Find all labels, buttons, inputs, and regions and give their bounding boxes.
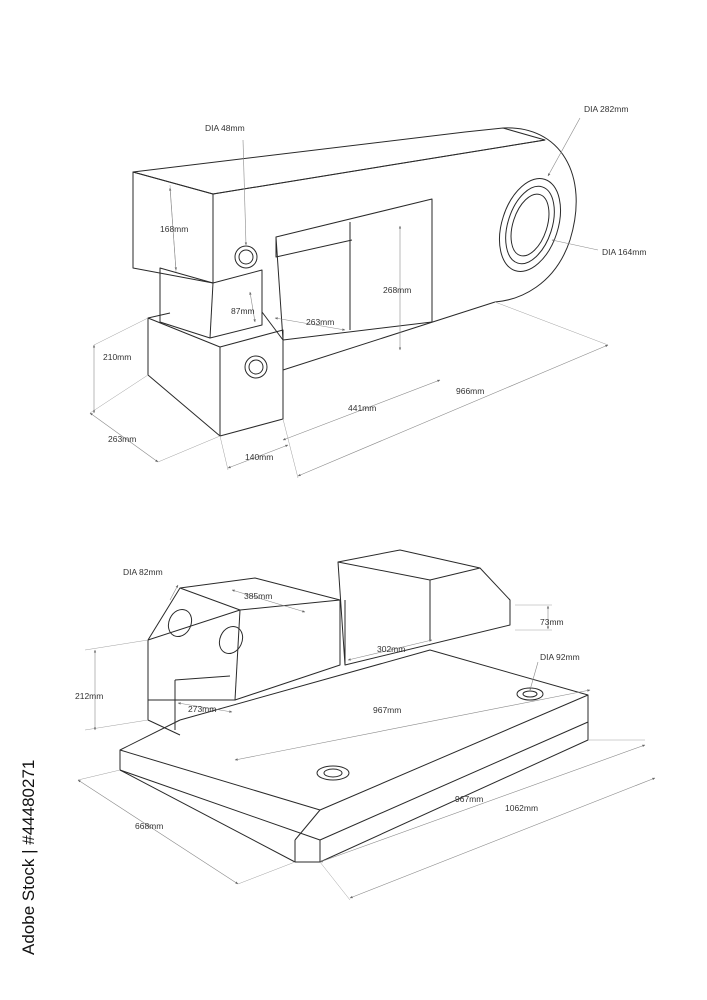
dim-dia-164: DIA 164mm <box>602 247 646 257</box>
dim-268: 268mm <box>383 285 411 295</box>
dim-302: 302mm <box>377 644 405 654</box>
fixture-dimension-lines <box>77 584 656 901</box>
dim-dia-82: DIA 82mm <box>123 567 163 577</box>
dim-140: 140mm <box>245 452 273 462</box>
dim-263-inner: 263mm <box>306 317 334 327</box>
dim-385: 385mm <box>244 591 272 601</box>
c-frame-body <box>132 127 577 437</box>
dim-967-top: 967mm <box>373 705 401 715</box>
c-frame-dimension-labels: DIA 48mm DIA 282mm DIA 164mm 168mm 268mm… <box>103 104 646 462</box>
dim-dia-48: DIA 48mm <box>205 123 245 133</box>
dim-441: 441mm <box>348 403 376 413</box>
dim-212: 212mm <box>75 691 103 701</box>
dim-210: 210mm <box>103 352 131 362</box>
c-frame-dimension-lines <box>89 117 609 479</box>
fixture-dimension-labels: DIA 82mm 385mm 302mm 73mm DIA 92mm 212mm… <box>75 567 580 831</box>
dim-668: 668mm <box>135 821 163 831</box>
dim-967: 967mm <box>455 794 483 804</box>
dim-966: 966mm <box>456 386 484 396</box>
dim-168: 168mm <box>160 224 188 234</box>
dim-273: 273mm <box>188 704 216 714</box>
dim-87: 87mm <box>231 306 255 316</box>
dim-dia-92: DIA 92mm <box>540 652 580 662</box>
dim-263: 263mm <box>108 434 136 444</box>
stock-id-watermark: Adobe Stock | #444802716 <box>19 760 38 955</box>
dim-1062: 1062mm <box>505 803 538 813</box>
dim-dia-282: DIA 282mm <box>584 104 628 114</box>
c-frame-drawing: DIA 48mm DIA 282mm DIA 164mm 168mm 268mm… <box>89 104 646 479</box>
svg-text:Adobe Stock | #444802716: Adobe Stock | #444802716 <box>19 760 38 955</box>
dim-73: 73mm <box>540 617 564 627</box>
fixture-drawing: DIA 82mm 385mm 302mm 73mm DIA 92mm 212mm… <box>75 549 656 901</box>
